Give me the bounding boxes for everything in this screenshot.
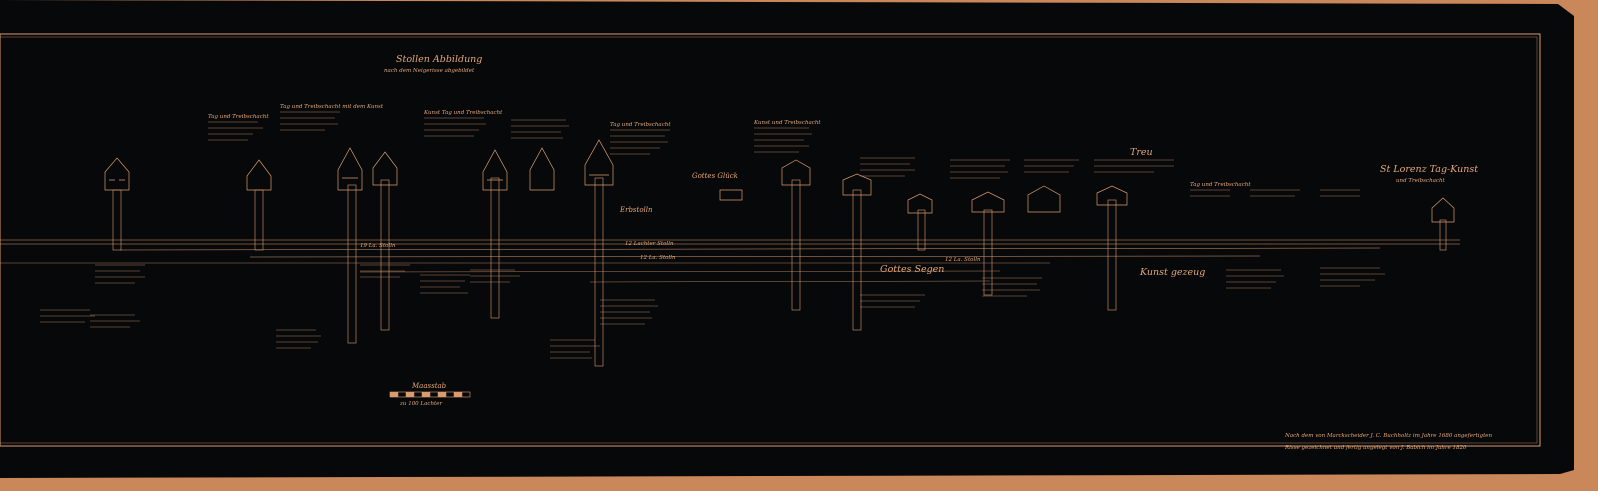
level-label-2: 12 La. Stolln	[640, 255, 676, 261]
gottes-segen-label: Gottes Segen	[880, 264, 944, 275]
shaft-houses	[104, 139, 1455, 223]
annotation-3: Kunst Tag und Treibschacht	[423, 110, 503, 116]
treu-label: Treu	[1130, 147, 1153, 158]
scale-bar-subtitle: zu 100 Lachter	[399, 401, 442, 407]
lorenz-label: St Lorenz Tag-Kunst	[1380, 164, 1478, 175]
annotation-4: Tag und Treibschacht	[610, 122, 671, 128]
colophon-line-2: Risse gezeichnet und fertig angelegt von…	[1284, 445, 1467, 451]
gottes-glueck-label: Gottes Glück	[692, 172, 738, 180]
tunnel-lines	[0, 239, 1460, 283]
annotation-scribbles	[40, 111, 1385, 359]
level-label-1: 19 La. Stolln	[360, 243, 396, 249]
lorenz-sub-label: und Treibschacht	[1396, 178, 1446, 184]
level-label-4: 12 La. Stolln	[945, 257, 981, 263]
level-label-3: 12 Lachter Stolln	[625, 241, 674, 247]
colophon-line-1: Nach dem von Marckscheider J. C. Buchhol…	[1284, 433, 1493, 439]
kunst-gezeug-label: Kunst gezeug	[1139, 267, 1205, 278]
inner-frame	[0, 33, 1541, 447]
annotation-5: Kunst und Treibschacht	[753, 120, 821, 126]
drawing-subtitle: nach dem Neigerisse abgebildet	[384, 68, 475, 74]
black-sheet	[0, 0, 1574, 478]
scale-bar-title: Maasstab	[411, 382, 447, 390]
annotation-2: Tag und Treibschacht mit dem Kunst	[280, 104, 384, 110]
annotation-1: Tag und Treibschacht	[208, 114, 269, 120]
inner-frame-2	[0, 36, 1538, 444]
scale-bar: Maasstab zu 100 Lachter	[389, 382, 471, 407]
annotation-6: Tag und Treibschacht	[1190, 182, 1251, 188]
erbstolln-label: Erbstolln	[619, 206, 653, 214]
drawing-title: Stollen Abbildung	[396, 54, 482, 65]
